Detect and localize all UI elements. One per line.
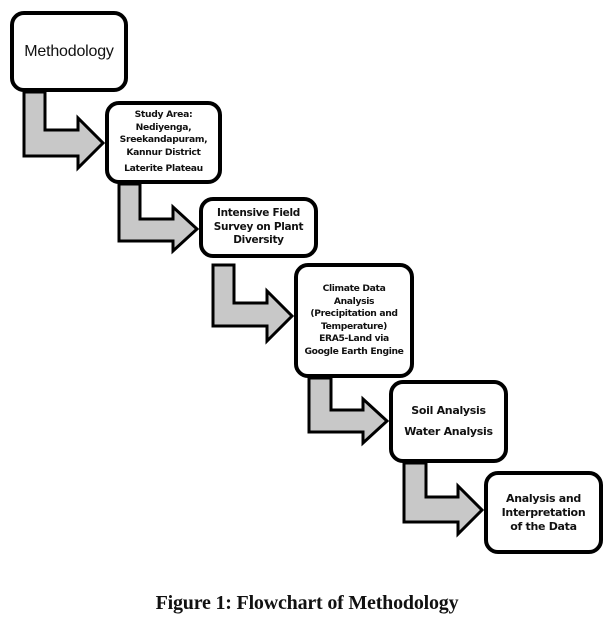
step-text: of the Data [510, 519, 577, 533]
connector-arrow-3 [211, 263, 295, 345]
connector-arrow-2 [117, 182, 200, 255]
step-text: (Precipitation and [310, 308, 398, 319]
figure-caption: Figure 1: Flowchart of Methodology [155, 592, 459, 614]
step-text: Interpretation [501, 505, 586, 519]
step-text: Kannur District [126, 146, 201, 158]
step-soil-water: Soil Analysis Water Analysis [389, 380, 508, 463]
step-methodology: Methodology [10, 11, 128, 92]
step-text: Soil Analysis [411, 404, 486, 417]
step-field-survey: Intensive Field Survey on Plant Diversit… [199, 197, 318, 258]
step-text: Study Area: [134, 109, 193, 121]
step-text: Methodology [24, 42, 114, 60]
step-text: Google Earth Engine [304, 345, 404, 357]
step-text: Climate Data [322, 283, 386, 294]
step-analysis-interpretation: Analysis and Interpretation of the Data [484, 471, 603, 554]
connector-arrow-1 [22, 90, 106, 172]
connector-arrow-4 [307, 376, 390, 447]
step-text: Water Analysis [404, 425, 493, 438]
step-text: Sreekandapuram, [119, 134, 208, 146]
step-text: Survey on Plant [213, 220, 304, 233]
step-climate-data: Climate Data Analysis (Precipitation and… [294, 263, 414, 378]
step-text: Diversity [233, 234, 284, 247]
step-text: Analysis [333, 295, 375, 307]
step-text: Nediyenga, [135, 121, 192, 133]
connector-arrow-5 [402, 461, 485, 538]
step-text: Analysis and [506, 491, 581, 505]
step-text: ERA5-Land via [319, 333, 389, 344]
step-text: Intensive Field [217, 207, 300, 220]
step-text: Laterite Plateau [124, 163, 203, 175]
step-study-area: Study Area: Nediyenga, Sreekandapuram, K… [105, 101, 222, 184]
step-text: Temperature) [320, 320, 388, 332]
